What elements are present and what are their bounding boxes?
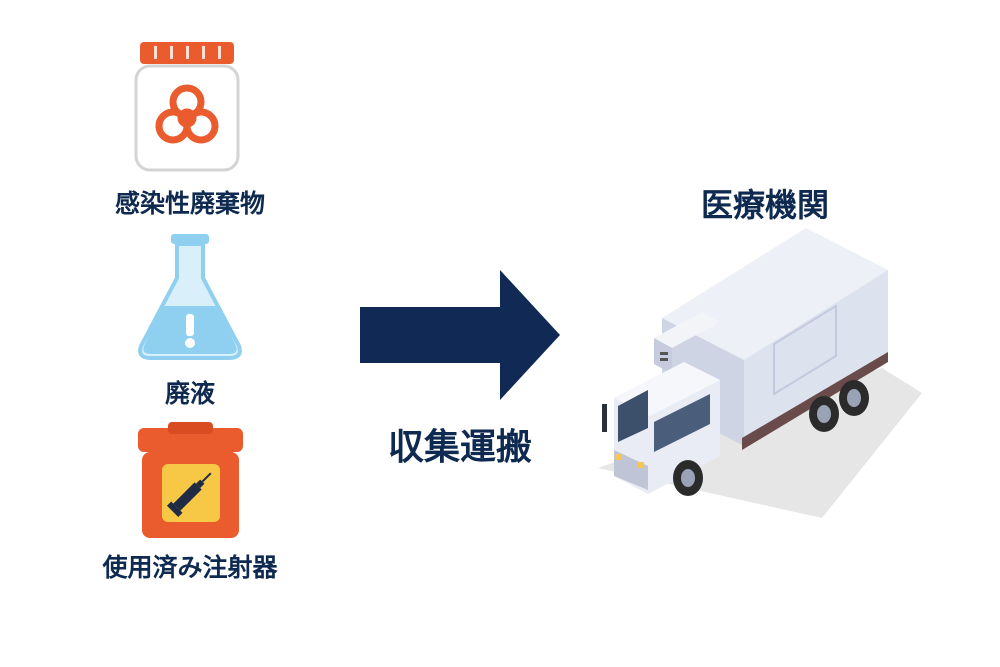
destination-label: 医療機関 (700, 186, 829, 224)
truck-icon (592, 228, 922, 518)
waste-label-liquid: 廃液 (164, 379, 215, 408)
flask-warning-icon (135, 234, 245, 364)
waste-label-syringe: 使用済み注射器 (102, 553, 278, 582)
sharps-container-icon (138, 422, 243, 542)
transport-label: 収集運搬 (387, 427, 532, 468)
biohazard-container-icon (132, 42, 242, 172)
arrow-right-icon (360, 270, 560, 400)
waste-label-infectious: 感染性廃棄物 (114, 189, 265, 218)
